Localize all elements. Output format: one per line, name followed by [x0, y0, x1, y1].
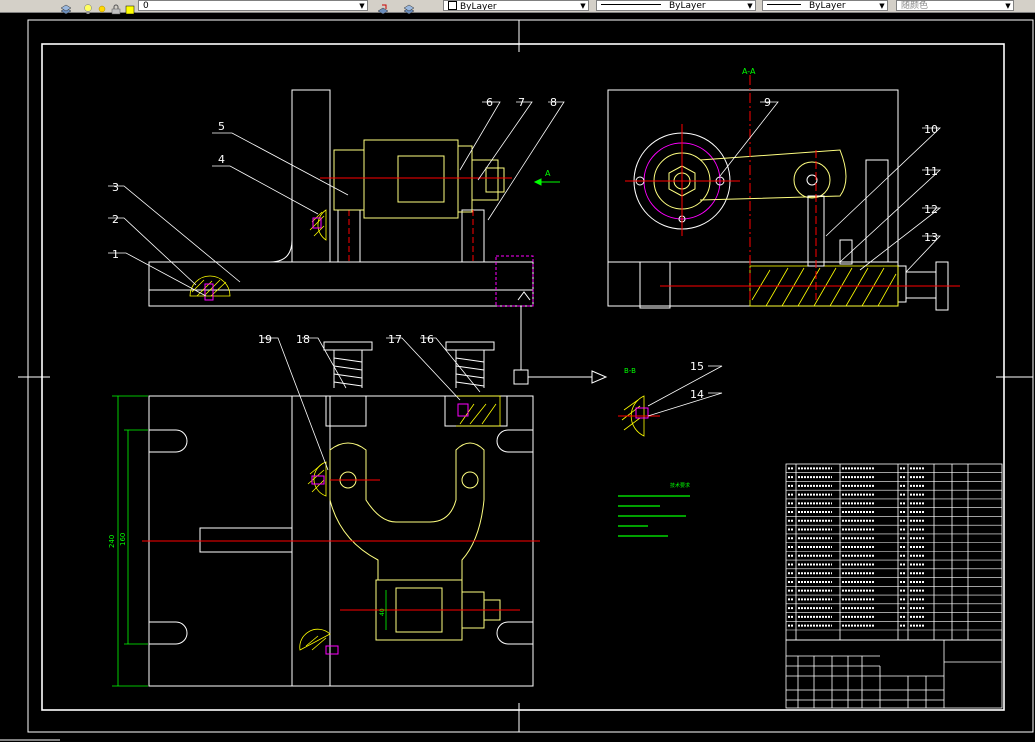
sheet-outer-border	[27, 19, 1034, 733]
side-view-lever	[699, 149, 847, 201]
plan-view-slots	[149, 429, 533, 645]
color-dropdown[interactable]: ByLayer ▼	[443, 0, 589, 11]
view-bb-arrow	[513, 306, 608, 385]
front-bolt-2	[312, 217, 322, 229]
lineweight-sample-icon	[767, 4, 801, 5]
balloon-16: 16	[420, 333, 434, 346]
plotstyle-dropdown[interactable]: 随颜色 ▼	[896, 0, 1014, 11]
balloon-10: 10	[924, 123, 938, 136]
lineweight-dropdown[interactable]: ByLayer ▼	[762, 0, 888, 11]
sun-icon[interactable]	[96, 0, 108, 13]
make-current-layer-icon[interactable]	[377, 0, 389, 15]
lock-icon[interactable]	[110, 0, 122, 15]
color-swatch-icon	[448, 1, 457, 10]
detail-bb-bolt	[635, 407, 649, 419]
drawing-canvas[interactable]: A A-A	[0, 13, 1035, 742]
sheet-center-marks	[18, 20, 1033, 732]
properties-toolbar: 0 ▼ ByLayer ▼ ByLayer ▼ ByLayer ▼ 随颜色 ▼	[0, 0, 1035, 15]
plan-view-clamps	[299, 395, 501, 651]
side-view-post	[807, 195, 853, 267]
linetype-dropdown[interactable]: ByLayer ▼	[596, 0, 756, 11]
balloon-5: 5	[218, 120, 225, 133]
balloon-8: 8	[550, 96, 557, 109]
section-a-arrow: A	[533, 169, 560, 186]
side-view-centerlines	[625, 75, 960, 300]
balloon-19: 19	[258, 333, 272, 346]
lineweight-dropdown-value: ByLayer	[809, 1, 846, 11]
front-view	[148, 89, 534, 307]
balloon-13: 13	[924, 231, 938, 244]
dim-length-1: 240	[108, 535, 116, 548]
side-view	[607, 89, 949, 311]
balloon-15: 15	[690, 360, 704, 373]
plan-view-dimensions	[112, 395, 387, 687]
parts-list-rows	[786, 472, 1002, 631]
layer-previous-icon[interactable]	[403, 0, 415, 15]
plotstyle-dropdown-value: 随颜色	[901, 1, 929, 11]
balloon-numbers: 1 2 3 4 5 6 7 8 9 10 11 12 13 14 15 16 1…	[112, 96, 938, 401]
dim-length-2: 160	[119, 533, 127, 546]
linetype-dropdown-value: ByLayer	[669, 1, 706, 11]
leader-lines	[108, 101, 942, 471]
front-view-cylinder	[333, 139, 505, 219]
layer-states-icon[interactable]	[60, 0, 72, 15]
layer-color-swatch-icon[interactable]	[124, 0, 136, 15]
plan-bolt-2	[325, 645, 339, 655]
view-bb-label: B-B	[624, 367, 636, 375]
technical-notes: 技术要求	[618, 482, 690, 537]
balloon-2: 2	[112, 213, 119, 226]
view-aa-label: A-A	[742, 67, 756, 76]
title-block	[785, 639, 1003, 709]
layer-dropdown-value: 0	[143, 1, 149, 11]
linetype-sample-icon	[601, 4, 661, 5]
notes-title: 技术要求	[670, 482, 690, 489]
balloon-11: 11	[924, 165, 938, 178]
color-dropdown-value: ByLayer	[460, 2, 497, 11]
plan-bolt-1	[311, 475, 325, 485]
balloon-17: 17	[388, 333, 402, 346]
plan-view-centerlines	[142, 479, 540, 611]
layer-dropdown[interactable]: 0 ▼	[138, 0, 368, 11]
front-bolt-1	[204, 283, 214, 301]
section-a-label: A	[545, 169, 551, 178]
dim-small: 40	[379, 608, 386, 616]
balloon-3: 3	[112, 181, 119, 194]
balloon-9: 9	[764, 96, 771, 109]
balloon-1: 1	[112, 248, 119, 261]
chevron-down-icon: ▼	[1005, 2, 1011, 10]
chevron-down-icon: ▼	[580, 2, 586, 10]
chevron-down-icon: ▼	[879, 2, 885, 10]
plan-bolt-3	[457, 403, 469, 417]
chevron-down-icon: ▼	[359, 2, 365, 10]
parts-list	[785, 463, 1003, 641]
front-view-clamps	[189, 209, 327, 297]
lightbulb-icon[interactable]	[82, 0, 94, 14]
chevron-down-icon: ▼	[747, 2, 753, 10]
plan-view-screws	[323, 341, 495, 388]
sheet-inner-border	[41, 43, 1005, 711]
balloon-18: 18	[296, 333, 310, 346]
balloon-12: 12	[924, 203, 938, 216]
parts-list-text	[788, 467, 924, 627]
balloon-7: 7	[518, 96, 525, 109]
balloon-6: 6	[486, 96, 493, 109]
balloon-14: 14	[690, 388, 704, 401]
balloon-4: 4	[218, 153, 225, 166]
